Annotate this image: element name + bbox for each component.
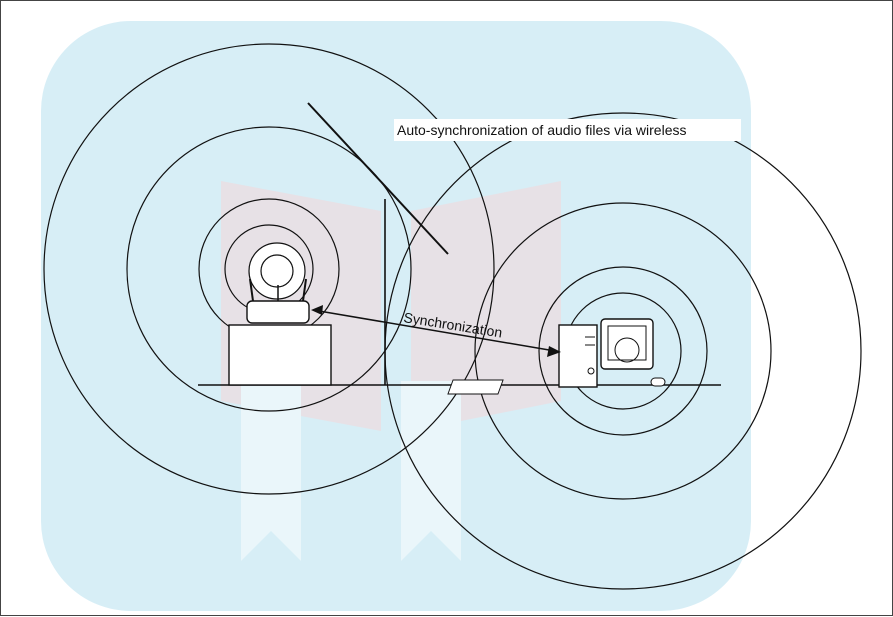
top-label: Auto-synchronization of audio files via … [397,122,686,138]
router-dish [249,243,305,299]
table [229,325,331,385]
watermark [41,21,751,611]
